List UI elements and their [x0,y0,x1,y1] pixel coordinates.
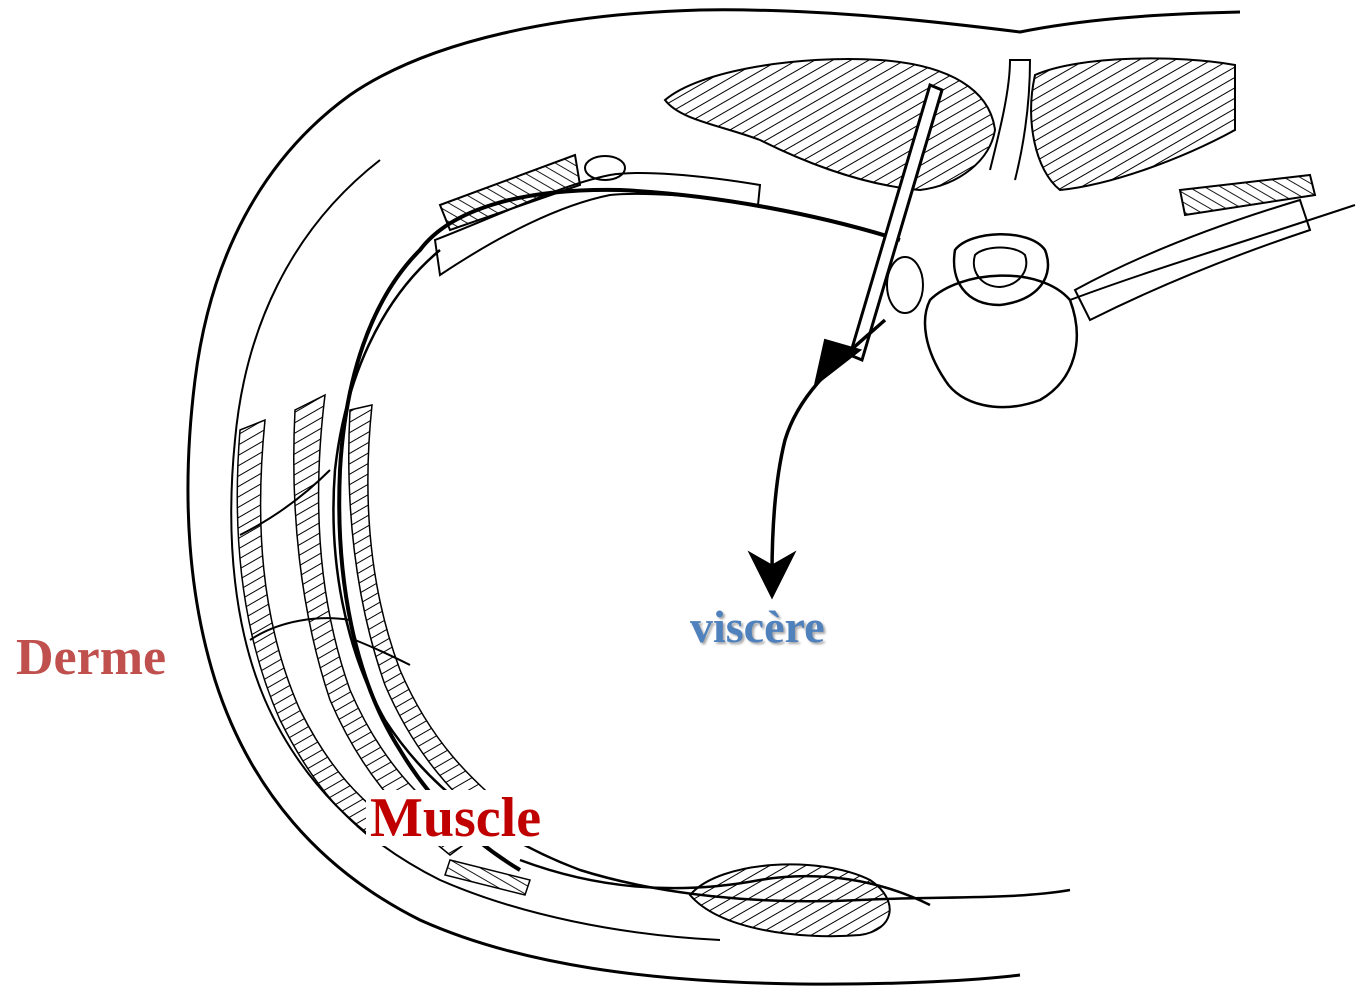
ventral-muscle-small [445,860,530,895]
rib-left [440,155,580,230]
spinal-canal [954,234,1048,305]
paravertebral-muscle-left [665,59,995,190]
paravertebral-muscle-right [1031,58,1235,190]
rib-right [1075,200,1310,320]
rib-right-hatched [1180,175,1315,215]
spinous-process [990,60,1030,180]
muscle-label: Muscle [366,790,545,846]
derme-label: Derme [16,632,166,684]
vertebral-body [925,276,1077,407]
spinal-cord [974,248,1026,288]
nerve-right [1070,205,1355,300]
viscere-label: viscère [690,604,825,650]
sternal-muscle [690,864,890,936]
sympathetic-ganglion [887,257,923,313]
